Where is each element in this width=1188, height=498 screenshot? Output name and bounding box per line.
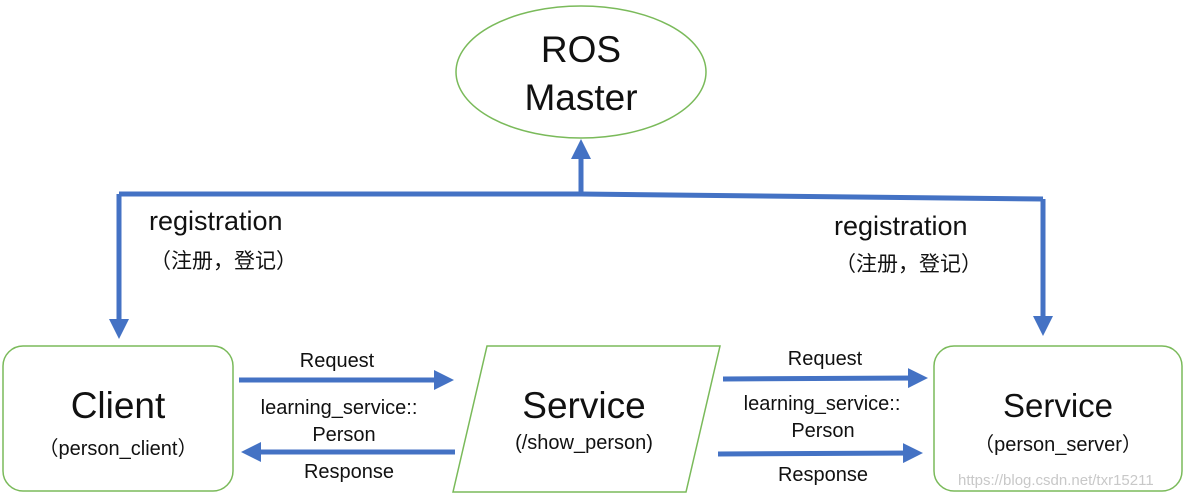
service-title: Service — [522, 385, 646, 426]
left-response-label: Response — [303, 461, 395, 483]
left-type-line2: Person — [312, 424, 376, 446]
service-subtitle: (/show_person) — [515, 432, 653, 454]
registration-sublabel-right: （注册，登记） — [835, 253, 982, 276]
registration-label-left: registration — [149, 206, 283, 236]
master-label-line2: Master — [524, 77, 638, 118]
watermark-text: https://blog.csdn.net/txr15211 — [958, 472, 1154, 489]
server-subtitle: （person_server） — [974, 434, 1142, 456]
right-response-label: Response — [777, 464, 869, 486]
right-request-arrow — [722, 368, 928, 389]
registration-label-right: registration — [834, 211, 968, 241]
service-node — [452, 345, 721, 493]
right-type-line2: Person — [791, 420, 855, 442]
ros-master-node — [455, 5, 707, 139]
registration-connector-line — [119, 191, 1044, 202]
client-subtitle: （person_client） — [38, 438, 198, 460]
right-request-label: Request — [787, 348, 863, 370]
right-type-line1: learning_service:: — [743, 393, 901, 415]
server-node — [933, 345, 1183, 492]
master-label-line1: ROS — [540, 29, 622, 70]
client-title: Client — [70, 385, 166, 426]
left-request-label: Request — [299, 350, 375, 372]
right-response-arrow — [717, 443, 923, 464]
registration-sublabel-left: （注册，登记） — [150, 250, 297, 273]
server-title: Service — [1002, 387, 1114, 424]
client-node — [2, 345, 234, 492]
left-type-line1: learning_service:: — [260, 397, 418, 419]
